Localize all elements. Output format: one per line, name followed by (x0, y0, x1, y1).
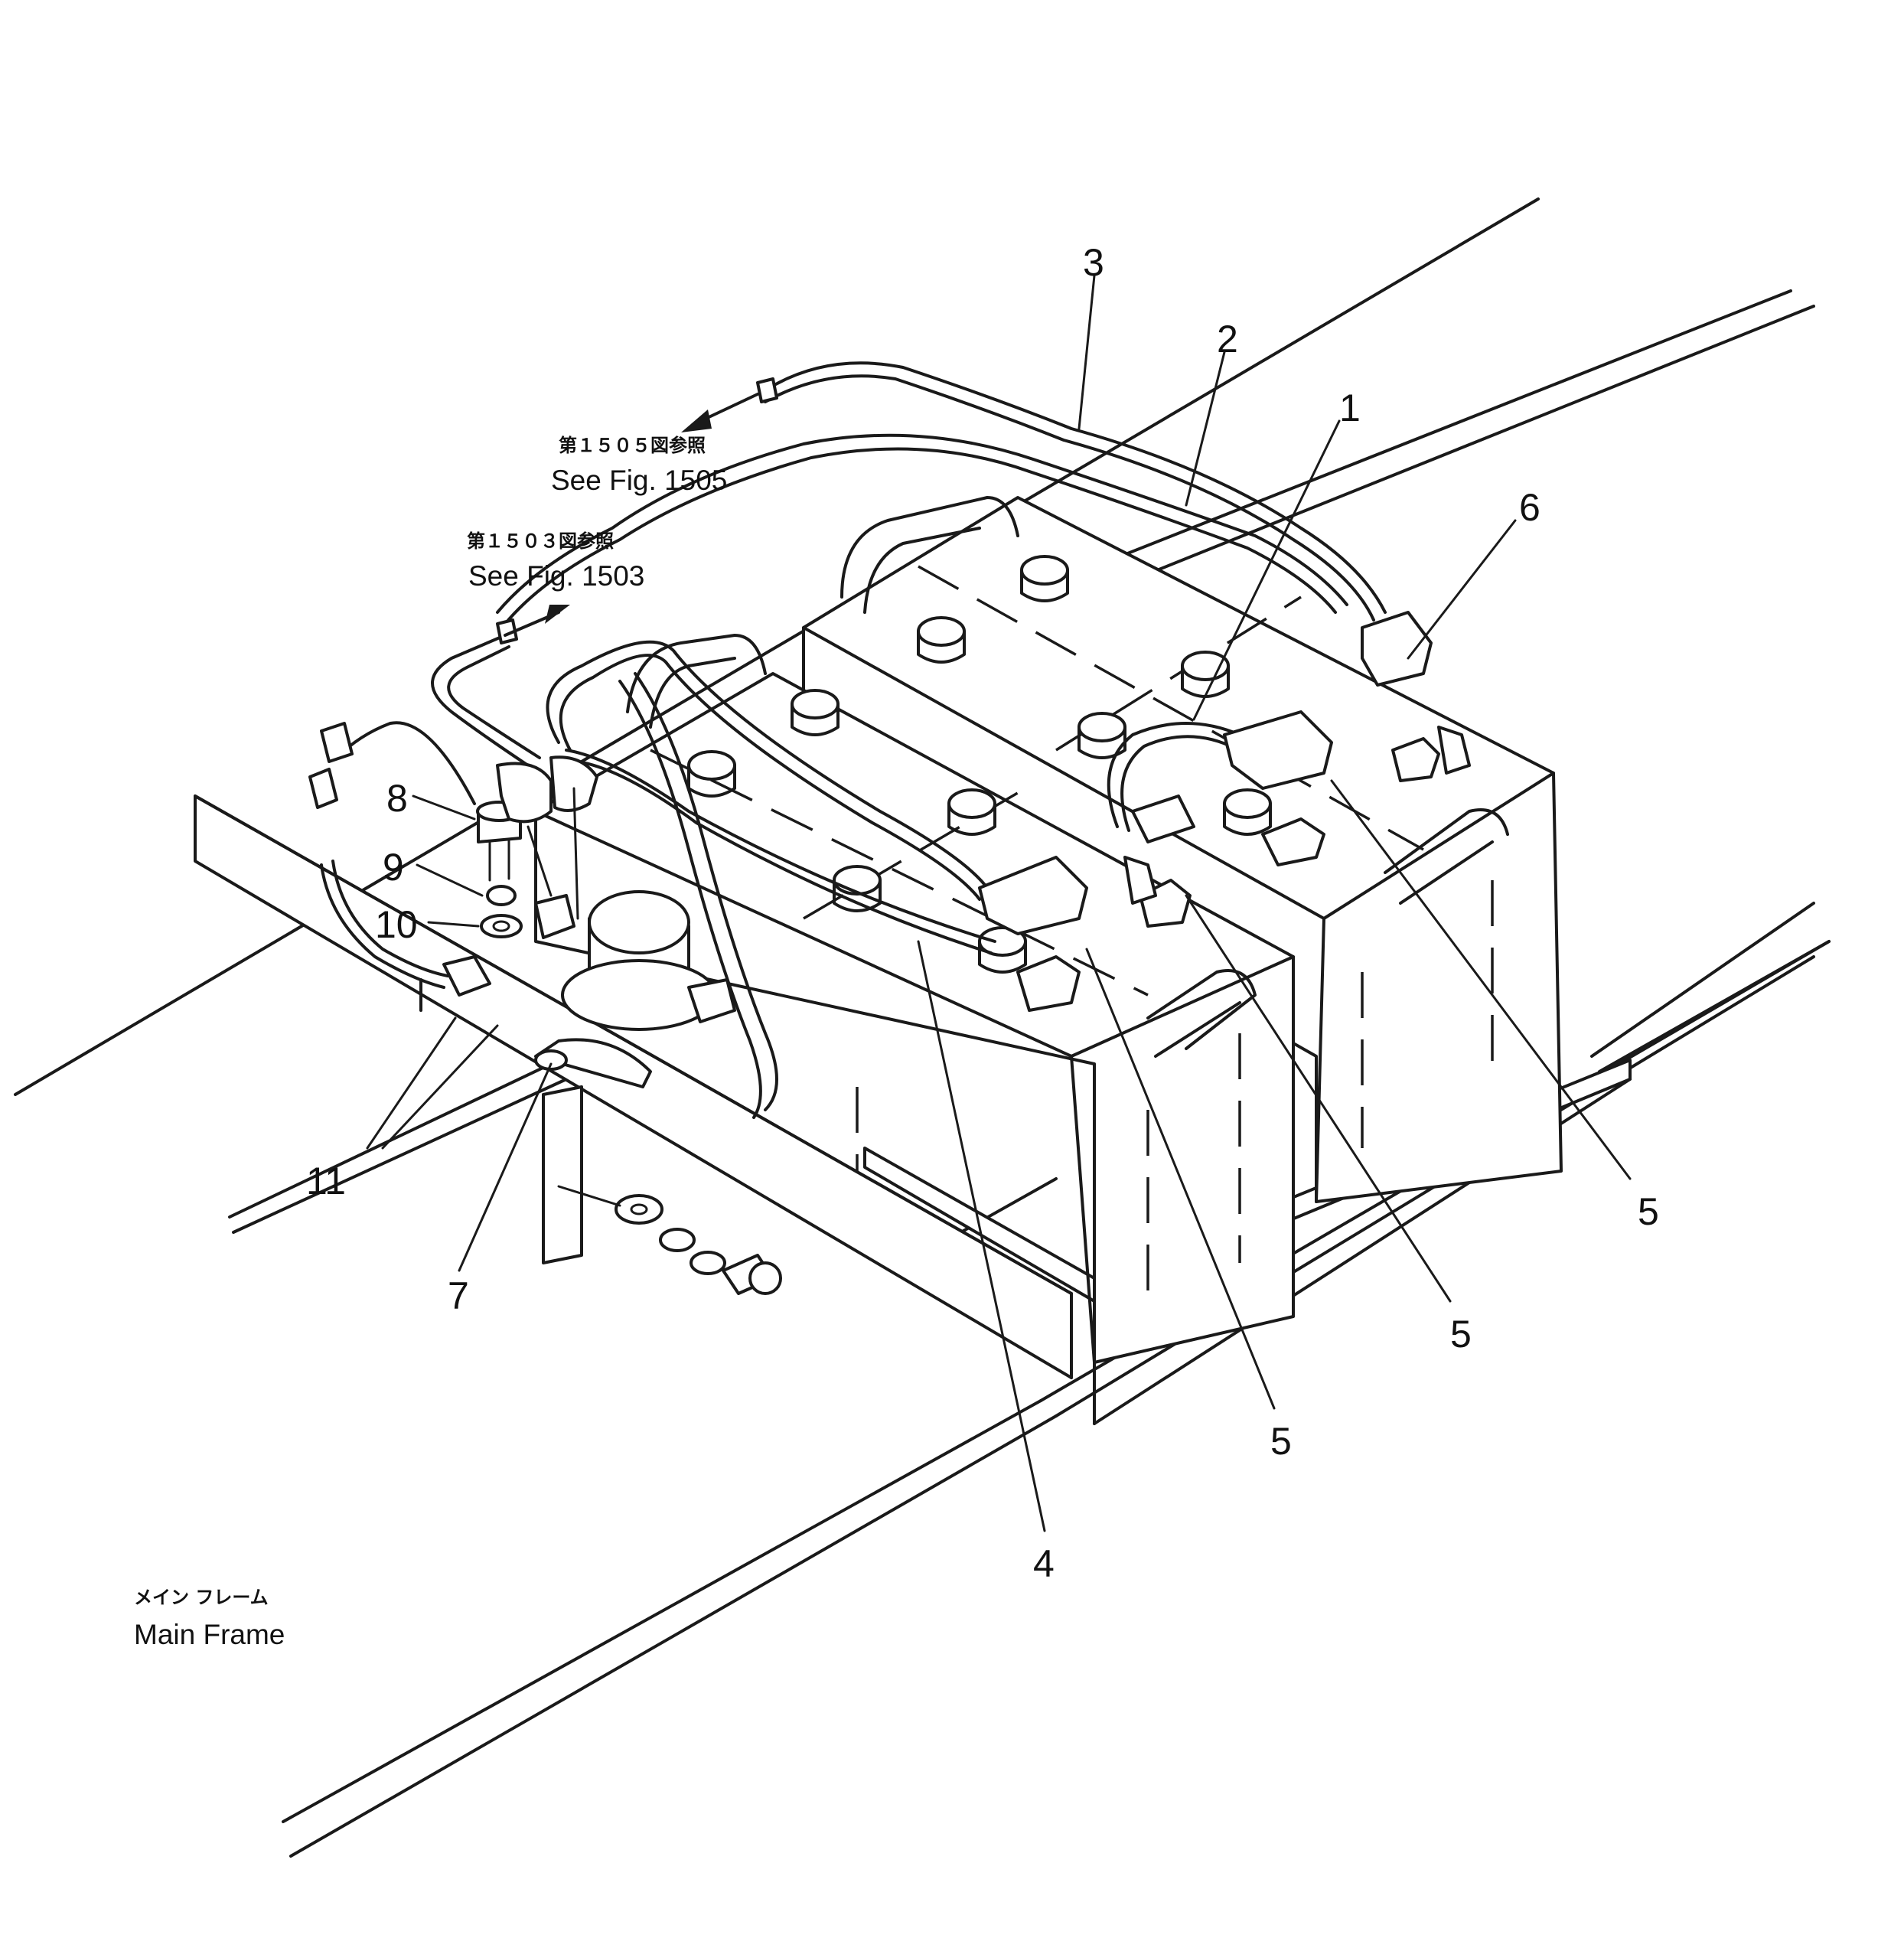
note-ref-1505-en: See Fig. 1505 (551, 465, 727, 496)
callout-5-b: 5 (1450, 1313, 1472, 1356)
leader-lines (366, 274, 1632, 1532)
callout-numbers: 1 2 3 4 5 5 5 6 7 8 9 10 11 (306, 241, 1659, 1585)
callout-3: 3 (1083, 241, 1104, 284)
cables (308, 361, 1471, 1119)
callout-5-c: 5 (1270, 1420, 1292, 1463)
note-ref-1505-jp: 第１５０５図参照 (559, 435, 706, 456)
note-ref-1503-en: See Fig. 1503 (468, 560, 644, 592)
front-plate (194, 794, 1073, 1379)
callout-1: 1 (1339, 387, 1361, 429)
battery-rear-caps (917, 555, 1272, 836)
callout-8: 8 (386, 777, 408, 820)
callout-11: 11 (306, 1160, 346, 1202)
battery-rear (802, 496, 1563, 1203)
callout-6: 6 (1519, 486, 1540, 529)
callout-5-a: 5 (1638, 1190, 1659, 1233)
battery-front-caps (687, 689, 1027, 974)
washer-item-10 (480, 914, 523, 938)
ground-hardware (557, 1185, 782, 1295)
callout-10: 10 (375, 903, 418, 946)
note-frame-jp: メイン フレーム (134, 1587, 269, 1608)
note-ref-1503-jp: 第１５０３図参照 (467, 530, 614, 552)
callout-9: 9 (383, 846, 404, 889)
lock-washer-item-9 (486, 885, 517, 906)
note-frame-en: Main Frame (134, 1619, 285, 1650)
callout-7: 7 (448, 1274, 469, 1317)
callout-4: 4 (1033, 1542, 1055, 1585)
callout-2: 2 (1217, 318, 1238, 361)
battery-front (534, 634, 1295, 1364)
reference-notes: 第１５０５図参照 See Fig. 1505 第１５０３図参照 See Fig.… (134, 435, 727, 1650)
